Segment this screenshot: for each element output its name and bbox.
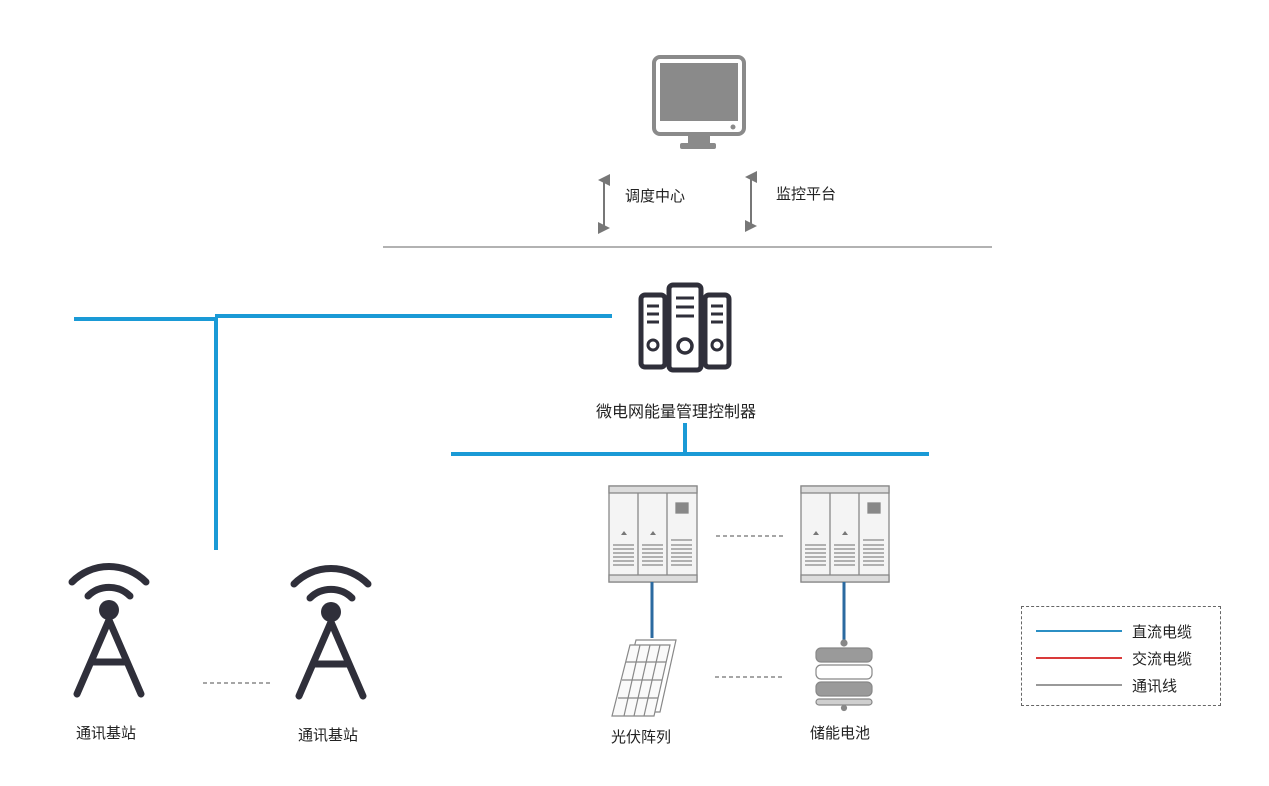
server-icon: [638, 282, 732, 373]
inverter-cabinet-icon: [800, 485, 890, 583]
solar-panel-icon: [611, 639, 677, 717]
pv-array-label: 光伏阵列: [611, 728, 672, 746]
base-station-label: 通讯基站: [298, 726, 359, 744]
legend-swatch-comm: [1036, 684, 1122, 686]
legend-label: 通讯线: [1132, 677, 1178, 695]
monitor-icon: [652, 55, 746, 149]
legend-label: 交流电缆: [1132, 650, 1193, 668]
legend-item-dc: 直流电缆: [1036, 620, 1216, 641]
legend-item-comm: 通讯线: [1036, 674, 1216, 695]
legend-item-ac: 交流电缆: [1036, 647, 1216, 668]
controller-label: 微电网能量管理控制器: [596, 402, 757, 421]
battery-stack-icon: [815, 639, 873, 712]
base-station-label: 通讯基站: [76, 724, 137, 742]
monitor-platform-label: 监控平台: [776, 185, 837, 203]
legend: [1021, 606, 1221, 706]
antenna-tower-icon: [290, 565, 372, 700]
legend-swatch-dc: [1036, 630, 1122, 632]
legend-swatch-ac: [1036, 657, 1122, 659]
battery-label: 储能电池: [810, 724, 871, 742]
legend-label: 直流电缆: [1132, 623, 1193, 641]
antenna-tower-icon: [68, 563, 150, 698]
inverter-cabinet-icon: [608, 485, 698, 583]
ac-bus-lines: [74, 314, 929, 550]
dispatch-center-label: 调度中心: [625, 187, 686, 205]
